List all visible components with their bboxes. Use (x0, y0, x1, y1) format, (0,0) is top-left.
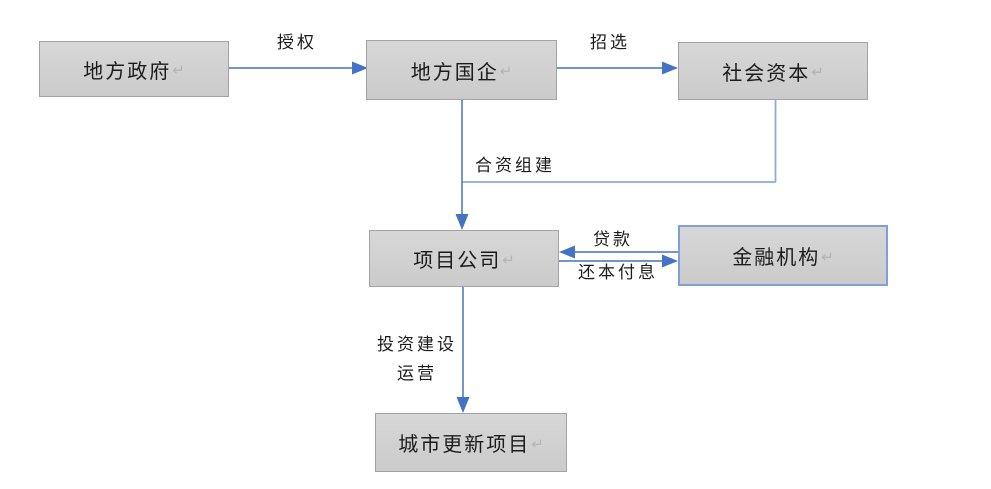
node-label: 项目公司 (413, 250, 502, 272)
edge-label-loan: 贷款 (593, 230, 633, 249)
node-label: 地方国企 (410, 61, 499, 84)
edge-authorize-arrow (229, 61, 368, 75)
edge-joint-venture-elbow (462, 100, 777, 183)
edge-label-recruit: 招选 (590, 33, 630, 52)
node-social-capital: 社会资本↵ (678, 42, 868, 100)
paragraph-return-icon: ↵ (811, 64, 824, 81)
edge-loan-arrow (559, 245, 678, 259)
edge-label-joint-venture: 合资组建 (475, 156, 555, 175)
node-financial-institution: 金融机构↵ (678, 225, 888, 286)
node-label: 金融机构 (732, 247, 821, 269)
paragraph-return-icon: ↵ (821, 248, 834, 266)
edge-recruit-arrow (557, 61, 678, 75)
edge-label-invest-line1: 投资建设 (377, 335, 457, 354)
edge-repay-arrow (556, 254, 678, 268)
edge-label-authorize: 授权 (277, 33, 317, 52)
paragraph-return-icon: ↵ (172, 62, 185, 79)
node-local-government: 地方政府↵ (39, 41, 229, 97)
paragraph-return-icon: ↵ (502, 251, 515, 269)
node-local-soe: 地方国企↵ (366, 40, 557, 100)
node-project-company: 项目公司↵ (369, 230, 559, 287)
paragraph-return-icon: ↵ (499, 63, 513, 80)
node-label: 地方政府 (83, 60, 172, 83)
node-urban-renewal-project: 城市更新项目↵ (375, 413, 567, 472)
edge-label-repay: 还本付息 (578, 263, 658, 282)
edge-label-invest-line2: 运营 (397, 364, 437, 383)
node-label: 社会资本 (722, 62, 811, 85)
edge-joint-venture-arrow (455, 100, 469, 230)
edge-label-invest-build-operate: 投资建设 运营 (377, 330, 457, 388)
edge-invest-arrow (456, 287, 470, 413)
node-label: 城市更新项目 (398, 434, 531, 456)
paragraph-return-icon: ↵ (531, 435, 544, 453)
